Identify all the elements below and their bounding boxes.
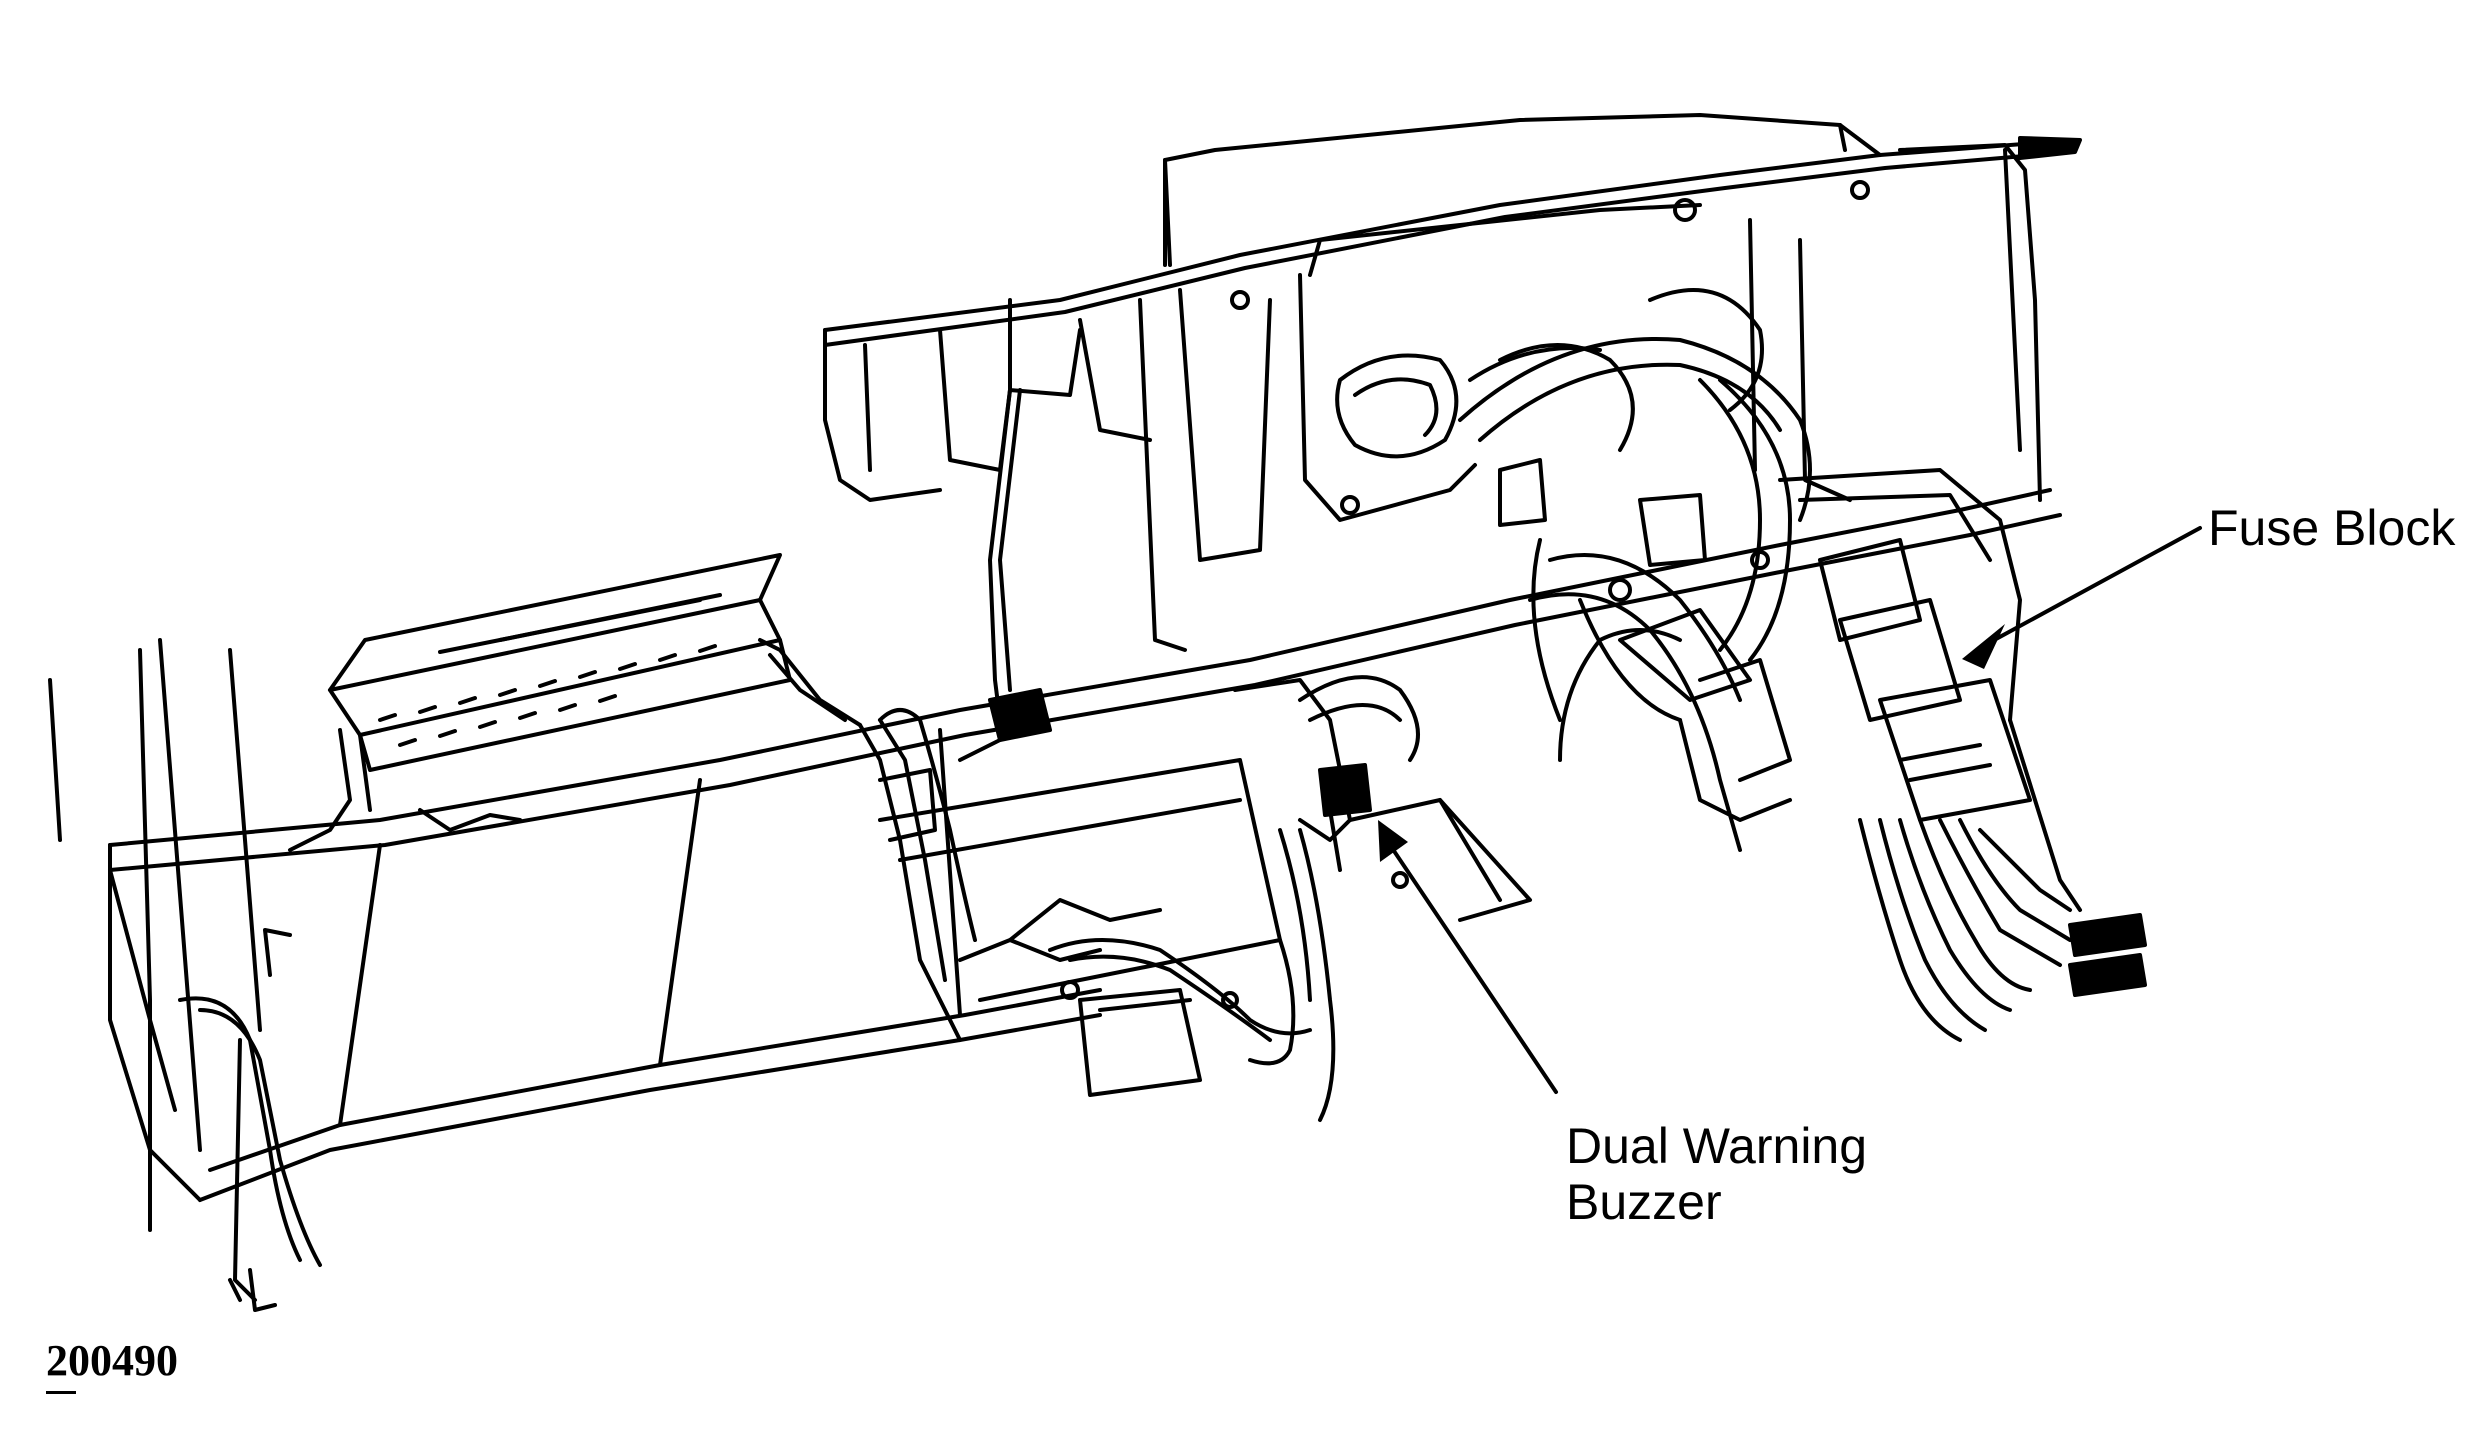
left-wiring-harness: [178, 728, 372, 1312]
lower-crossbar-frame: [48, 488, 2062, 1232]
fuse-block-assembly: [1458, 337, 2147, 1042]
defroster-panel: [328, 553, 792, 832]
dual-warning-buzzer-label: Dual Warning Buzzer: [1566, 1118, 1867, 1230]
buzzer-arrowhead: [1378, 820, 1408, 862]
fuse-block-arrowhead: [1962, 624, 2005, 669]
callout-leaders: [1388, 526, 2202, 1094]
figure-number: 200490: [46, 1336, 178, 1385]
fuse-block-leader: [1983, 526, 2202, 647]
buzzer-label-line1: Dual Warning: [1566, 1118, 1868, 1174]
dual-warning-buzzer: [1233, 675, 1532, 1122]
instrument-cluster-housing: [1138, 180, 1870, 652]
steering-column-support: [878, 758, 1312, 1097]
center-wiring-harness: [758, 388, 1052, 1042]
buzzer-label-line2: Buzzer: [1566, 1174, 1722, 1230]
fuse-block-label: Fuse Block: [2208, 500, 2456, 556]
figure-number-underline: [46, 1391, 76, 1394]
buzzer-leader: [1388, 843, 1558, 1094]
